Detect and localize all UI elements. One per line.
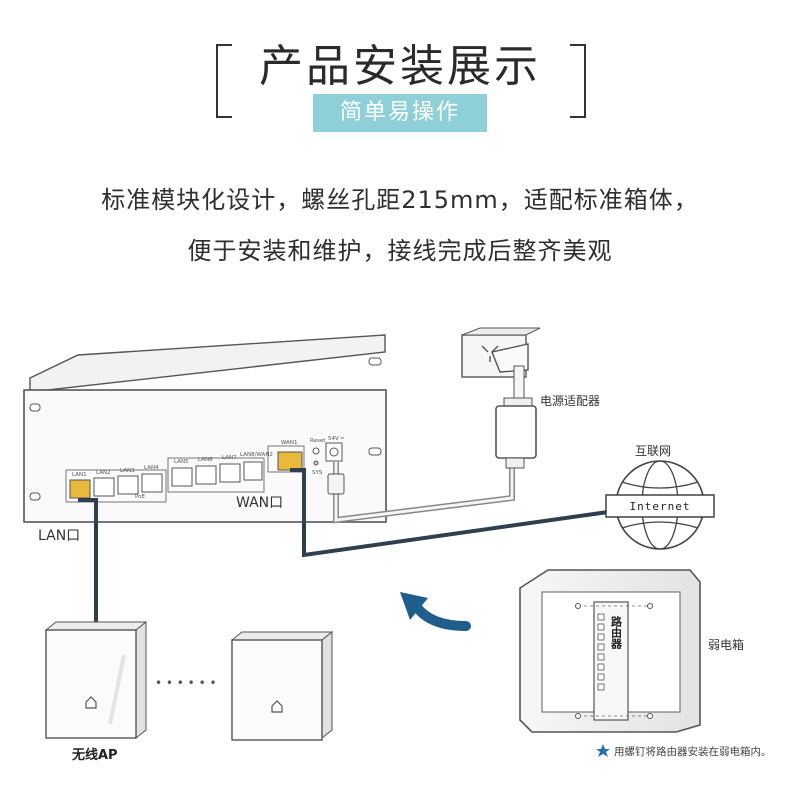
lan1-port[interactable] [69,479,91,499]
wan1-port[interactable] [277,451,303,471]
port-label: LAN6 [198,457,213,463]
cabinet [519,569,701,733]
internet-cn-label: 互联网 [635,444,671,458]
lan-caption: LAN口 [38,528,80,544]
port-label: LAN8/WAN2 [240,452,273,458]
description-line-1: 标准模块化设计，螺丝孔距215mm，适配标准箱体， [101,186,699,214]
rack-hole [29,403,41,412]
port-label: LAN4 [144,465,159,471]
dc-plug [327,473,345,495]
description-line-2: 便于安装和维护，接线完成后整齐美观 [187,237,613,265]
wireless-ap-2 [230,630,334,741]
reset-button[interactable] [312,447,320,455]
sys-label: SYS [312,470,323,476]
rack-hole [368,357,382,366]
subtitle-badge: 简单易操作 [313,94,487,132]
lan8-port[interactable] [243,461,263,481]
title-bracket-left [216,44,232,118]
lan6-port[interactable] [195,465,217,485]
sys-led [313,460,319,466]
arrow-icon [400,592,471,631]
port-label: LAN1 [72,472,87,478]
lan-ports [69,451,303,499]
wan-caption: WAN口 [236,495,283,511]
port-label: LAN3 [120,468,135,474]
lan2-port[interactable] [93,477,115,497]
title-bracket-right [570,44,586,118]
star-icon [596,744,610,757]
port-label: LAN7 [222,455,237,461]
rack-hole [29,492,41,501]
port-label: LAN2 [96,470,111,476]
poe-label: PoE [135,494,145,500]
power-adapter-label: 电源适配器 [540,394,600,408]
page-title: 产品安装展示 [259,41,541,92]
rack-hole [368,447,382,456]
wan-cable [290,468,609,558]
dc-label: 54V ═ [328,436,345,442]
router-device: LAN1 LAN2 LAN3 LAN4 LAN5 LAN6 LAN7 LAN8/… [23,334,387,523]
power-adapter [495,397,537,469]
footnote: 用螺钉将路由器安装在弱电箱内。 [614,745,772,758]
port-label: LAN5 [174,459,189,465]
reset-label: Reset [310,438,326,444]
ap-ellipsis: • • • • • • [155,676,217,690]
router-vertical-label: 路由器 [610,615,624,650]
lan7-port[interactable] [219,463,241,483]
mounted-router [593,601,629,721]
globe-icon [605,460,715,550]
lan5-port[interactable] [171,467,193,487]
internet-label: Internet [630,500,691,513]
lan4-port[interactable] [141,473,163,493]
wireless-ap-1 [44,620,148,740]
cabinet-label: 弱电箱 [708,637,744,652]
power-plug [491,343,529,401]
wireless-ap-label: 无线AP [71,747,118,763]
port-label: WAN1 [281,440,298,446]
lan3-port[interactable] [117,475,139,495]
